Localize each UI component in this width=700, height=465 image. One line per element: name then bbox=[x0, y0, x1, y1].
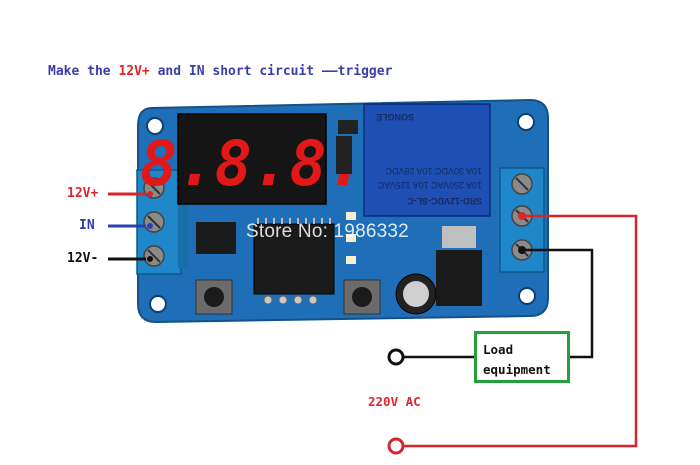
load-line-1: Load bbox=[483, 342, 514, 357]
svg-text:10A 30VDC 10A 28VDC: 10A 30VDC 10A 28VDC bbox=[385, 166, 482, 176]
push-button-left bbox=[195, 279, 233, 315]
load-equipment-box: Load equipment bbox=[474, 331, 570, 383]
watermark: Store No: 1986332 bbox=[246, 221, 409, 242]
header-pins bbox=[263, 295, 318, 305]
ic-chip-small bbox=[196, 222, 236, 254]
capacitor bbox=[395, 273, 437, 315]
transistor bbox=[336, 136, 352, 174]
mount-hole-icon bbox=[146, 117, 164, 135]
caption-suffix: short circuit ——trigger bbox=[204, 64, 393, 79]
svg-text:SRD-12VDC-SL-C: SRD-12VDC-SL-C bbox=[406, 196, 482, 206]
svg-text:SONGLE: SONGLE bbox=[376, 112, 414, 122]
ac-terminal-neutral-icon bbox=[387, 348, 405, 366]
regulator-heatsink bbox=[442, 226, 476, 248]
caption-middle: and bbox=[149, 64, 189, 79]
svg-text:10A 250VAC 10A 125VAC: 10A 250VAC 10A 125VAC bbox=[377, 180, 482, 190]
mount-hole-icon bbox=[149, 295, 167, 313]
input-wire-12v-minus bbox=[108, 256, 153, 262]
push-button-right bbox=[343, 279, 381, 315]
caption-prefix: Make the bbox=[48, 64, 119, 79]
small-switch bbox=[338, 120, 358, 134]
label-in: IN bbox=[79, 218, 95, 233]
label-12v-minus: 12V- bbox=[67, 251, 99, 266]
load-line-2: equipment bbox=[483, 362, 551, 377]
seven-segment-display: 8.8.8. bbox=[140, 113, 364, 205]
input-wire-12v-plus bbox=[108, 191, 153, 197]
power-regulator bbox=[436, 250, 482, 306]
led-indicators bbox=[346, 212, 356, 264]
mount-hole-icon bbox=[518, 287, 536, 305]
caption-in: IN bbox=[188, 64, 205, 79]
label-12v-plus: 12V+ bbox=[67, 186, 99, 201]
input-wire-in bbox=[108, 223, 153, 229]
ac-terminal-live-icon bbox=[387, 437, 405, 455]
ac-voltage-label: 220V AC bbox=[368, 394, 421, 409]
svg-text:8.8.8.: 8.8.8. bbox=[140, 127, 364, 200]
ic-chip bbox=[253, 223, 335, 295]
relay: SRD-12VDC-SL-C 10A 250VAC 10A 125VAC 10A… bbox=[363, 103, 491, 217]
caption-12v-plus: 12V+ bbox=[118, 64, 150, 79]
wire-red-output bbox=[404, 214, 638, 448]
wire-black-output bbox=[404, 248, 594, 359]
instruction-caption: Make the 12V+ and IN short circuit ——tri… bbox=[48, 64, 392, 79]
mount-hole-icon bbox=[517, 113, 535, 131]
